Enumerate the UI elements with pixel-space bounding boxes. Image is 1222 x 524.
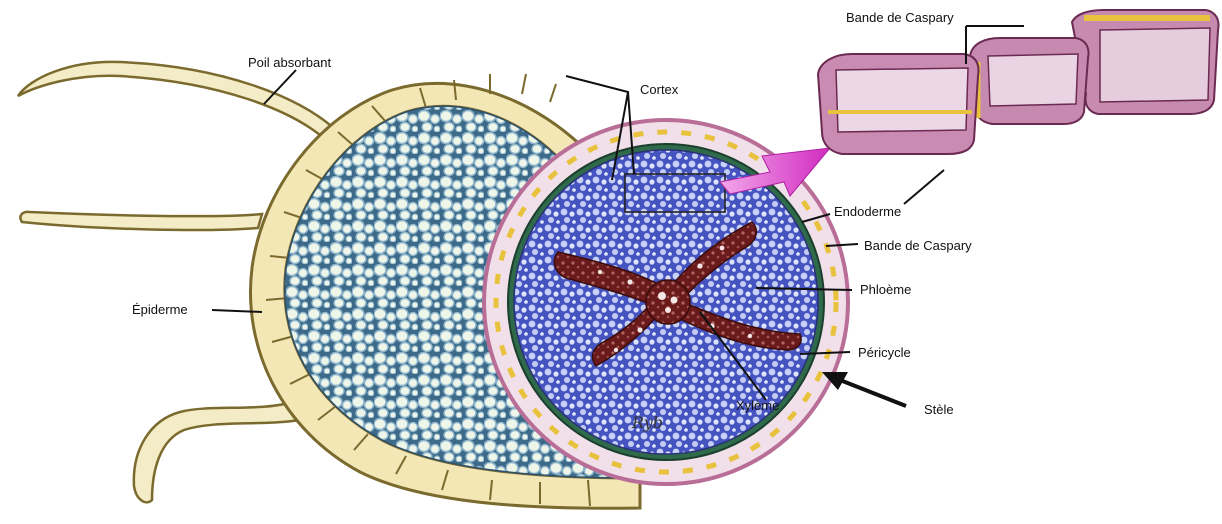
label-pericycle: Péricycle: [858, 345, 911, 360]
inset-endoderm-cells: [818, 10, 1219, 154]
label-poil-absorbant: Poil absorbant: [248, 55, 331, 70]
label-xyleme: Xylème: [736, 398, 779, 413]
label-stele: Stèle: [924, 402, 954, 417]
label-bande-caspary-inset: Bande de Caspary: [846, 10, 954, 25]
label-phloeme: Phloème: [860, 282, 911, 297]
label-bande-caspary: Bande de Caspary: [864, 238, 972, 253]
stele-arrow: [822, 372, 906, 406]
artist-signature: Ryb: [631, 413, 663, 432]
label-epiderme: Épiderme: [132, 302, 188, 317]
label-endoderme: Endoderme: [834, 204, 901, 219]
label-cortex: Cortex: [640, 82, 679, 97]
